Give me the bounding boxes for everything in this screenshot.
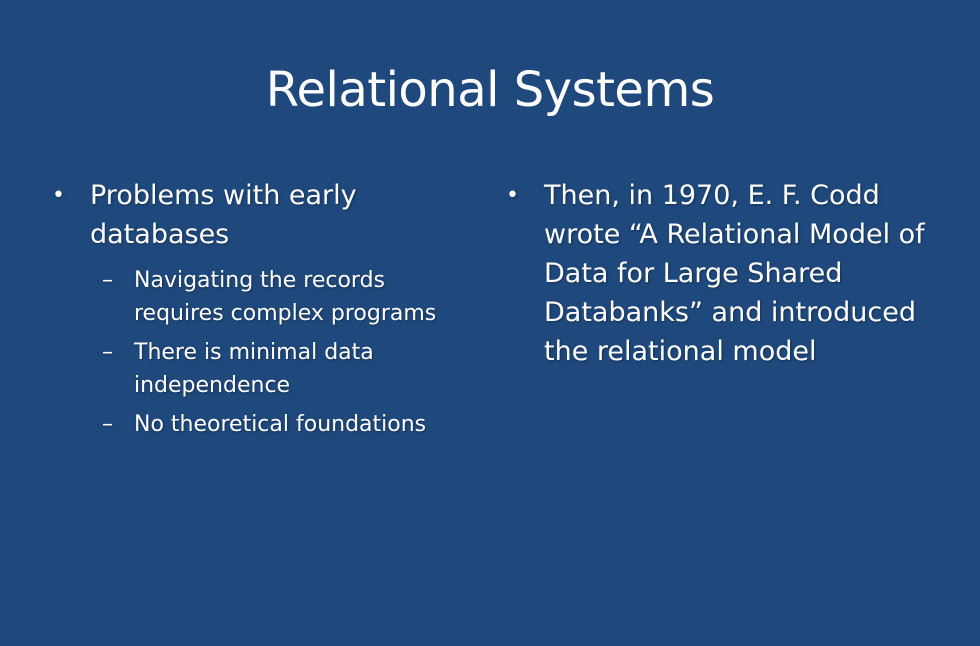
bullet-text: Then, in 1970, E. F. Codd wrote “A Relat… bbox=[544, 180, 925, 367]
bullet-text: Problems with early databases bbox=[90, 180, 357, 250]
bullet-dot-icon: • bbox=[52, 183, 65, 208]
sub-item: – No theoretical foundations bbox=[102, 408, 472, 441]
sub-item-text: There is minimal data independence bbox=[134, 340, 374, 398]
sub-item: – There is minimal data independence bbox=[102, 336, 472, 402]
bullet-dot-icon: • bbox=[506, 183, 519, 208]
right-column: • Then, in 1970, E. F. Codd wrote “A Rel… bbox=[506, 176, 946, 371]
dash-icon: – bbox=[102, 340, 113, 365]
sub-item: – Navigating the records requires comple… bbox=[102, 264, 472, 330]
slide-title: Relational Systems bbox=[265, 62, 715, 118]
dash-icon: – bbox=[102, 268, 113, 293]
sub-list: – Navigating the records requires comple… bbox=[102, 264, 472, 441]
left-column: • Problems with early databases – Naviga… bbox=[52, 176, 472, 447]
sub-item-text: No theoretical foundations bbox=[134, 412, 427, 437]
bullet-item: • Problems with early databases bbox=[52, 176, 472, 254]
dash-icon: – bbox=[102, 412, 113, 437]
bullet-item: • Then, in 1970, E. F. Codd wrote “A Rel… bbox=[506, 176, 946, 371]
sub-item-text: Navigating the records requires complex … bbox=[134, 268, 437, 326]
